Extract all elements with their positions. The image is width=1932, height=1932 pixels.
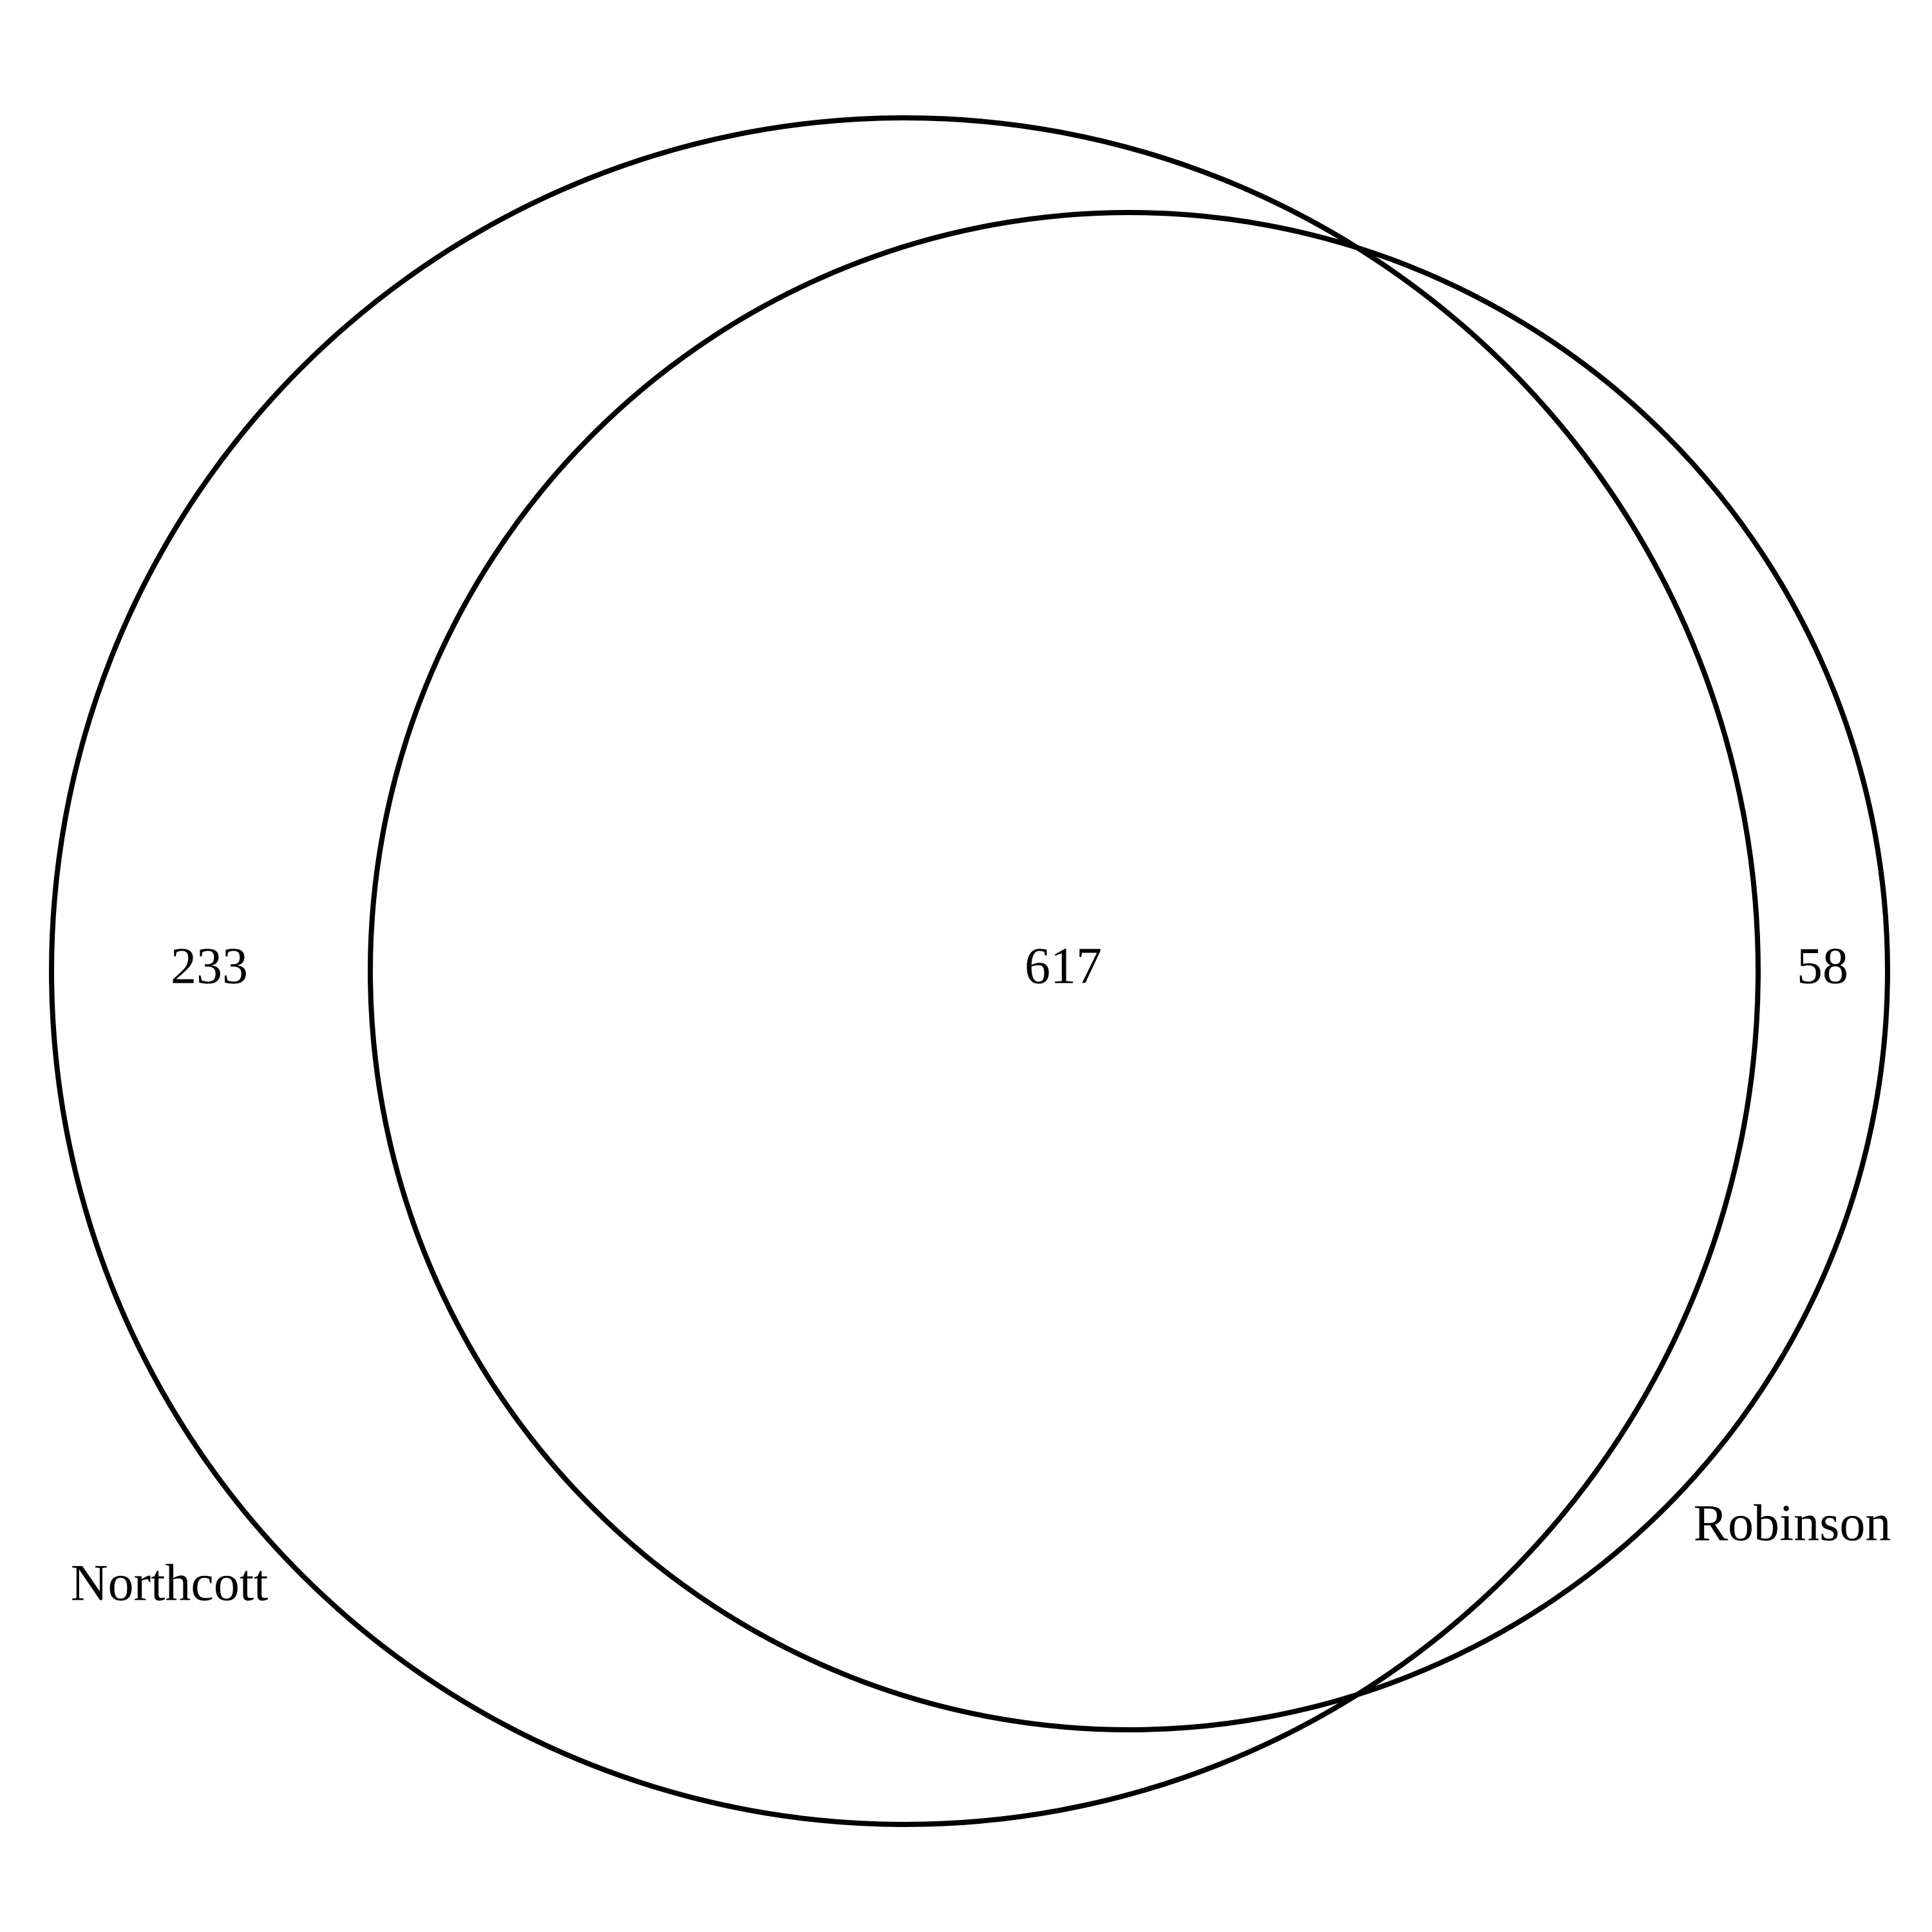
robinson-only-count: 58	[1797, 938, 1848, 994]
robinson-label: Robinson	[1694, 1495, 1891, 1551]
robinson-circle	[368, 210, 1890, 1732]
northcott-only-count: 233	[171, 938, 248, 994]
intersection-count: 617	[1025, 938, 1102, 994]
northcott-label: Northcott	[71, 1555, 269, 1611]
northcott-circle	[49, 115, 1761, 1827]
